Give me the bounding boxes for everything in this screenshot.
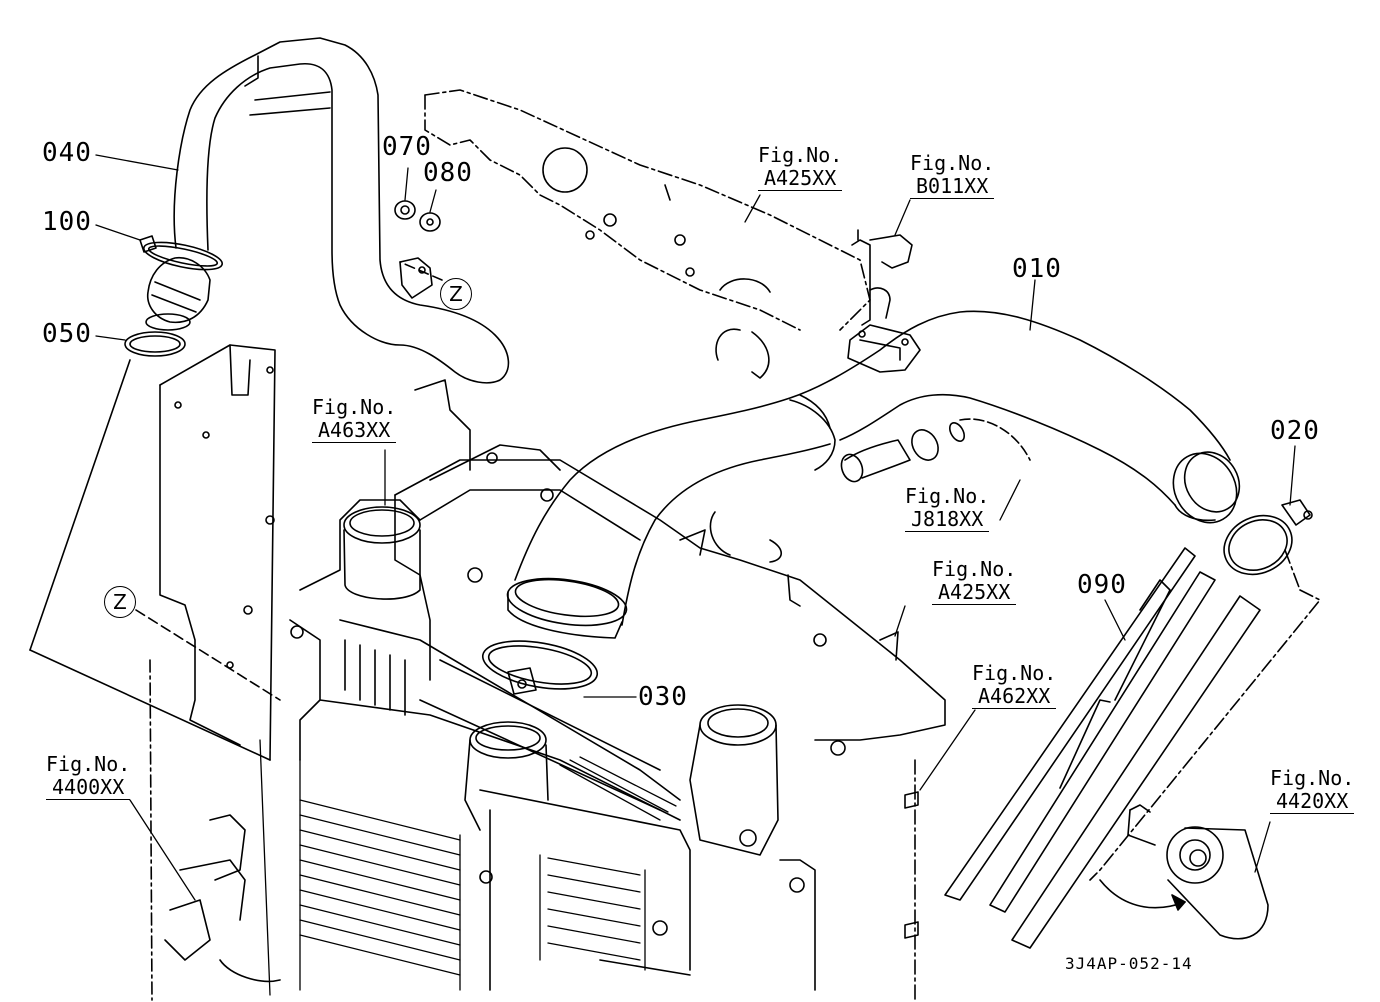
- washer-080: [420, 213, 440, 231]
- clip-left-lower: [710, 512, 730, 555]
- fig-ref-line2: A462XX: [972, 686, 1057, 709]
- drawing-code: 3J4AP-052-14: [1065, 954, 1193, 973]
- part-label-050: 050: [42, 319, 92, 349]
- nut-070: [395, 201, 415, 219]
- fig-ref-line2: B011XX: [910, 176, 995, 199]
- fig-ref-line1: Fig.No.: [910, 151, 995, 175]
- rotation-arrowhead: [1172, 895, 1185, 910]
- fig-ref-a463: Fig.No. A463XX: [312, 395, 397, 443]
- z-marker-top: Z: [440, 278, 472, 310]
- fig-ref-line2: J818XX: [905, 509, 990, 532]
- clamp-050: [125, 332, 185, 356]
- air-guide-strips: [945, 548, 1260, 948]
- fig-ref-line1: Fig.No.: [758, 143, 843, 167]
- fig-ref-a462: Fig.No. A462XX: [972, 661, 1057, 709]
- shroud-plate-top: [425, 90, 870, 330]
- fig-ref-4400: Fig.No. 4400XX: [46, 752, 131, 800]
- fig-ref-line2: A425XX: [932, 582, 1017, 605]
- fig-ref-line1: Fig.No.: [312, 395, 397, 419]
- z-marker-left: Z: [104, 586, 136, 618]
- leader-lines: [96, 155, 1295, 900]
- fig-ref-j818: Fig.No. J818XX: [905, 484, 990, 532]
- clamp-100: [140, 236, 224, 275]
- hose-040: [146, 38, 508, 383]
- fig-ref-a425-top: Fig.No. A425XX: [758, 143, 843, 191]
- part-label-020: 020: [1270, 416, 1320, 446]
- clip-left-upper: [716, 329, 740, 360]
- fig-ref-line2: 4400XX: [46, 777, 131, 800]
- fig-ref-a425-mid: Fig.No. A425XX: [932, 557, 1017, 605]
- fig-ref-line2: 4420XX: [1270, 791, 1355, 814]
- fig-ref-line1: Fig.No.: [972, 661, 1057, 685]
- fig-ref-4420: Fig.No. 4420XX: [1270, 766, 1355, 814]
- fig-ref-line2: A425XX: [758, 168, 843, 191]
- rotation-arrow: [1100, 880, 1185, 908]
- hose-010: [505, 311, 1250, 638]
- part-label-070: 070: [382, 132, 432, 162]
- lower-frame: [165, 790, 815, 990]
- part-label-090: 090: [1077, 570, 1127, 600]
- side-panel-right: [680, 530, 918, 1000]
- shroud-plate-detail: [543, 148, 770, 292]
- air-guide-090: [1090, 550, 1320, 880]
- cooling-fins: [260, 740, 676, 995]
- side-panel-left: [30, 345, 275, 1000]
- part-label-010: 010: [1012, 254, 1062, 284]
- intercooler-block: [290, 380, 945, 935]
- clamp-030: [479, 633, 601, 696]
- branch-pipe: [838, 419, 1030, 485]
- part-label-080: 080: [423, 158, 473, 188]
- fig-ref-b011: Fig.No. B011XX: [910, 151, 995, 199]
- fig-ref-line2: A463XX: [312, 420, 397, 443]
- sensor-bracket: [848, 230, 920, 372]
- part-label-100: 100: [42, 207, 92, 237]
- fig-ref-line1: Fig.No.: [46, 752, 131, 776]
- clamp-020: [1214, 500, 1312, 585]
- part-label-040: 040: [42, 138, 92, 168]
- fig-ref-line1: Fig.No.: [905, 484, 990, 508]
- fig-ref-line1: Fig.No.: [932, 557, 1017, 581]
- precleaner-cap: [1128, 805, 1268, 939]
- fig-ref-line1: Fig.No.: [1270, 766, 1355, 790]
- z-bracket-top: [400, 258, 432, 298]
- part-label-030: 030: [638, 682, 688, 712]
